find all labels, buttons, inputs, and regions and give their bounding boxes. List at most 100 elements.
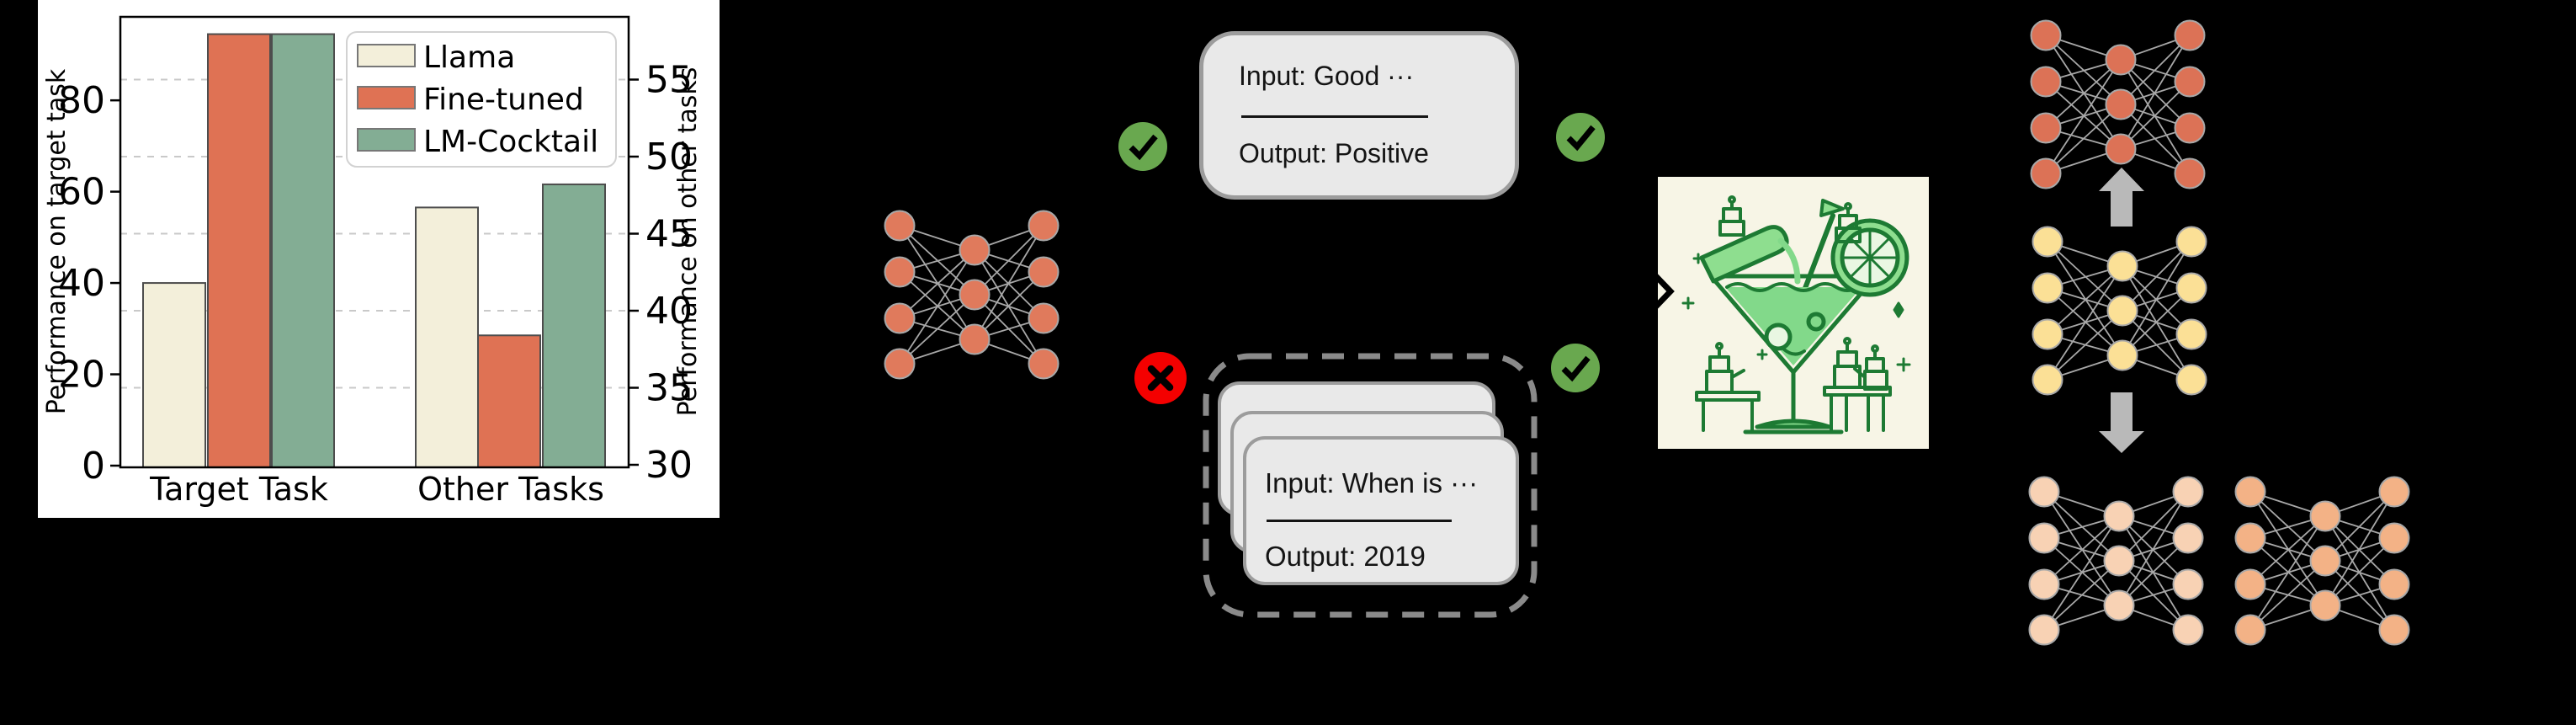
network-node (2174, 112, 2206, 144)
card-output-text: Output: 2019 (1265, 541, 1426, 572)
network-node (2172, 568, 2204, 600)
legend-swatch-fine-tuned (357, 86, 416, 109)
y-axis-label-right: Performance on other tasks (673, 67, 703, 417)
network-node (2032, 364, 2063, 396)
network-node (2234, 614, 2266, 646)
check-target-example-left-check-icon (1118, 122, 1167, 171)
network-node (2174, 157, 2206, 189)
right-tick-label: 35 (645, 367, 693, 410)
cocktail-umbrella-icon (1819, 199, 1845, 217)
network-node (2175, 272, 2207, 304)
bar-llama-other-tasks (415, 206, 479, 468)
fine-tuned-model-network (2030, 19, 2206, 189)
network-node (2309, 589, 2341, 621)
legend-label: Fine-tuned (423, 83, 584, 117)
network-node (884, 302, 916, 334)
x-category-label: Target Task (149, 471, 328, 508)
network-node (2234, 476, 2266, 508)
network-node (2032, 318, 2063, 350)
network-node (2028, 568, 2060, 600)
other-tasks-group-outline (1203, 353, 1538, 618)
network-node (1028, 348, 1060, 380)
left-tick-label: 80 (58, 79, 105, 122)
network-node (2175, 364, 2207, 396)
network-node (884, 256, 916, 288)
card-divider (1267, 520, 1452, 522)
network-node (1028, 210, 1060, 242)
network-node (2030, 19, 2062, 51)
base-model-network (884, 210, 1060, 380)
candidate-model-1-network (2028, 476, 2204, 646)
plot-border (119, 15, 630, 469)
network-node (2309, 545, 2341, 577)
left-tick-label: 0 (82, 445, 105, 488)
bar-lm-cocktail-other-tasks (542, 183, 606, 468)
network-node (2174, 19, 2206, 51)
left-tick-label: 60 (58, 171, 105, 214)
right-tick-label: 45 (645, 213, 693, 256)
network-node (2103, 545, 2135, 577)
network-node (2378, 568, 2410, 600)
network-node (2106, 295, 2138, 327)
network-node (884, 210, 916, 242)
network-node (2105, 88, 2137, 120)
network-node (2106, 250, 2138, 282)
left-table-robots (1695, 342, 1761, 432)
network-node (2028, 614, 2060, 646)
right-tick-label: 55 (645, 59, 693, 102)
left-tick-label: 20 (58, 354, 105, 397)
legend-label: LM-Cocktail (423, 125, 598, 159)
merge-arrow-down-icon (2099, 392, 2144, 453)
network-node (2234, 568, 2266, 600)
network-node (2175, 226, 2207, 258)
network-node (2309, 500, 2341, 532)
network-node (2105, 44, 2137, 76)
legend-swatch-llama (357, 44, 416, 67)
arrowhead-into-cocktail-icon (1648, 268, 1675, 315)
network-node (2030, 157, 2062, 189)
network-node (959, 279, 991, 311)
y-axis-label-left: Performance on target task (42, 68, 72, 414)
card-input-text: Input: When is ··· (1265, 467, 1479, 498)
network-node (2378, 614, 2410, 646)
network-node (2030, 112, 2062, 144)
network-node (2103, 500, 2135, 532)
sparkles (1681, 253, 1911, 372)
bubble-input-text: Input: Good ··· (1239, 61, 1415, 91)
right-tick-label: 30 (645, 444, 693, 487)
right-table-robots (1823, 337, 1892, 432)
dashed-border (1203, 353, 1538, 618)
bubble-divider (1241, 115, 1428, 118)
cocktail-robots-illustration (1658, 177, 1929, 449)
lemon-slice-icon (1830, 218, 1909, 297)
network-node (2172, 476, 2204, 508)
network-node (2032, 272, 2063, 304)
martini-glass (1708, 274, 1878, 434)
network-node (2172, 522, 2204, 554)
network-node (2378, 476, 2410, 508)
right-tick-label: 40 (645, 290, 693, 333)
straw (1800, 213, 1835, 297)
other-tasks-example-card: Input: When is ··· Output: 2019 (1243, 436, 1519, 585)
network-node (2105, 133, 2137, 165)
bar-lm-cocktail-target-task (271, 33, 335, 469)
target-task-example-bubble: Input: Good ··· Output: Positive (1199, 31, 1519, 200)
network-node (2234, 522, 2266, 554)
network-node (2174, 66, 2206, 98)
bar-fine-tuned-other-tasks (477, 334, 541, 468)
network-node (2172, 614, 2204, 646)
merge-arrow-up-icon (2099, 168, 2144, 227)
network-node (2028, 476, 2060, 508)
network-node (959, 234, 991, 266)
network-node (2175, 318, 2207, 350)
bar-fine-tuned-target-task (207, 33, 271, 469)
network-node (1028, 256, 1060, 288)
merged-model-network (2032, 226, 2207, 396)
network-node (2378, 522, 2410, 554)
bubble-output-text: Output: Positive (1239, 138, 1429, 168)
network-node (959, 323, 991, 355)
robot-on-straw-icon (1835, 202, 1862, 243)
